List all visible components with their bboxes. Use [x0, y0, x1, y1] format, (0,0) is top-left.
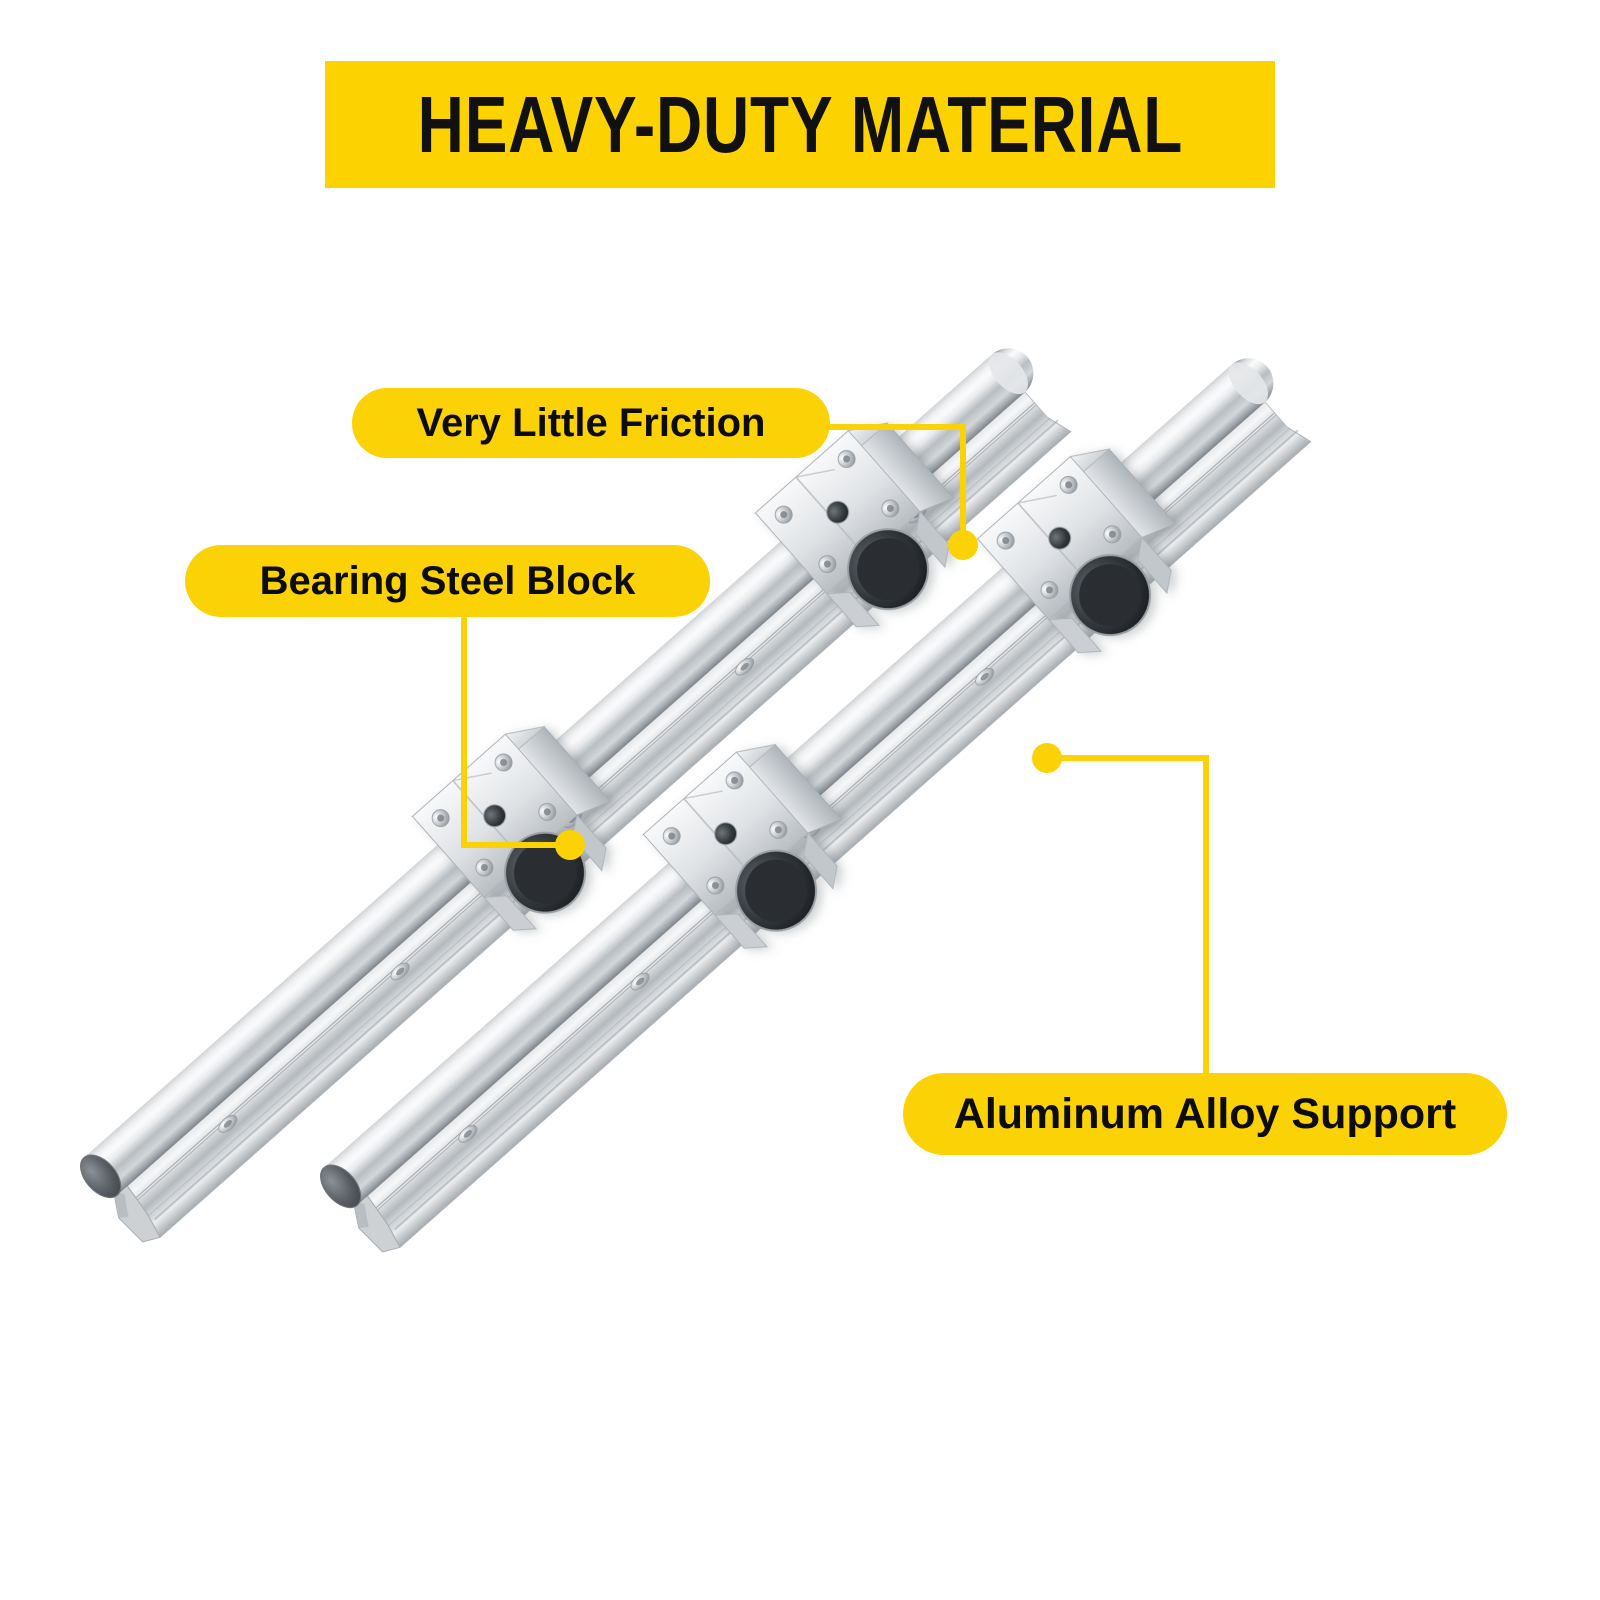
- callout-pill-very-little-friction[interactable]: Very Little Friction: [352, 388, 830, 458]
- headline-banner: HEAVY-DUTY MATERIAL: [325, 61, 1275, 188]
- leader-dot-bearing: [555, 830, 585, 860]
- callout-pill-aluminum-alloy-support[interactable]: Aluminum Alloy Support: [903, 1073, 1507, 1155]
- callout-label-aluminum-alloy-support: Aluminum Alloy Support: [953, 1089, 1457, 1138]
- linear-rail-upper: [80, 348, 1072, 1243]
- headline-text: HEAVY-DUTY MATERIAL: [417, 79, 1183, 169]
- bearing-block-upper-rail-lower: [410, 725, 612, 931]
- linear-rail-lower: [320, 358, 1312, 1253]
- leader-friction: [827, 424, 978, 560]
- callout-label-bearing-steel-block: Bearing Steel Block: [259, 558, 636, 603]
- bearing-block-upper-rail-upper: [753, 422, 955, 628]
- callout-label-very-little-friction: Very Little Friction: [416, 400, 766, 445]
- bearing-block-lower-rail-lower: [641, 743, 843, 949]
- leader-line-friction: [827, 424, 966, 536]
- leader-dot-friction: [948, 530, 978, 560]
- bearing-block-lower-rail-upper: [975, 448, 1177, 654]
- leader-support: [1032, 743, 1209, 1076]
- leader-bearing: [461, 612, 585, 860]
- leader-line-bearing: [461, 612, 562, 848]
- leader-dot-support: [1032, 743, 1062, 773]
- leader-line-support: [1056, 755, 1209, 1076]
- callout-pill-bearing-steel-block[interactable]: Bearing Steel Block: [185, 545, 710, 617]
